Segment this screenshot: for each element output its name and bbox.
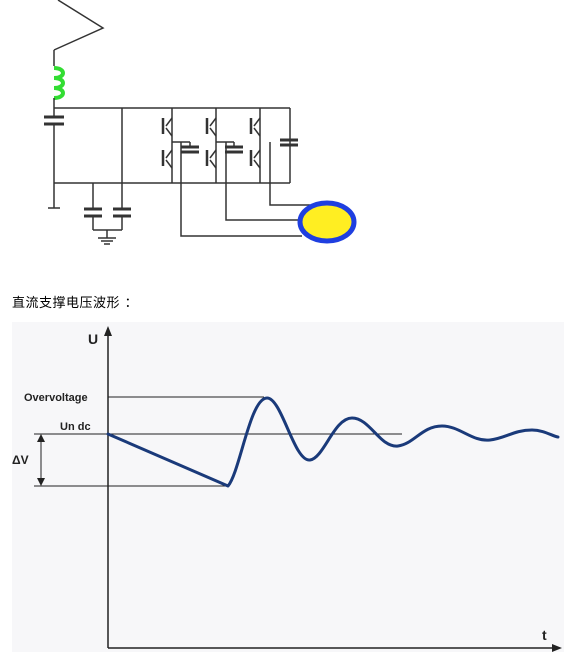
x-axis-label: t (542, 627, 547, 643)
y-axis-arrow (104, 326, 112, 336)
motor-icon (297, 200, 357, 244)
capacitor-icon (216, 141, 243, 154)
pantograph-icon (53, 0, 105, 51)
ground-icon (98, 230, 116, 245)
inverter-phase-legs (161, 108, 298, 183)
inverter-circuit-diagram (40, 0, 370, 258)
delta-v-arrow-up (37, 434, 45, 442)
overvoltage-label: Overvoltage (24, 392, 88, 404)
voltage-waveform-curve (106, 396, 560, 488)
igbt-switch-icon (161, 117, 173, 169)
y-axis-label: U (88, 331, 98, 347)
capacitor-icon (44, 108, 64, 209)
undc-label: Un dc (60, 421, 91, 433)
dc-link-voltage-waveform: U t Overvoltage Un dc ΔV (12, 326, 562, 652)
phase-output-wires (180, 142, 310, 237)
capacitor-icon (172, 141, 199, 154)
inductor-coil-icon (53, 66, 65, 100)
filter-capacitors (84, 183, 131, 231)
igbt-switch-icon (205, 117, 217, 169)
capacitor-icon (280, 138, 298, 147)
x-axis-arrow (552, 644, 562, 652)
waveform-plot-area: U t Overvoltage Un dc ΔV (12, 322, 564, 652)
waveform-caption: 直流支撑电压波形 ： (12, 296, 139, 311)
delta-v-label: ΔV (12, 453, 29, 467)
delta-v-arrow-down (37, 478, 45, 486)
igbt-switch-icon (249, 117, 261, 169)
